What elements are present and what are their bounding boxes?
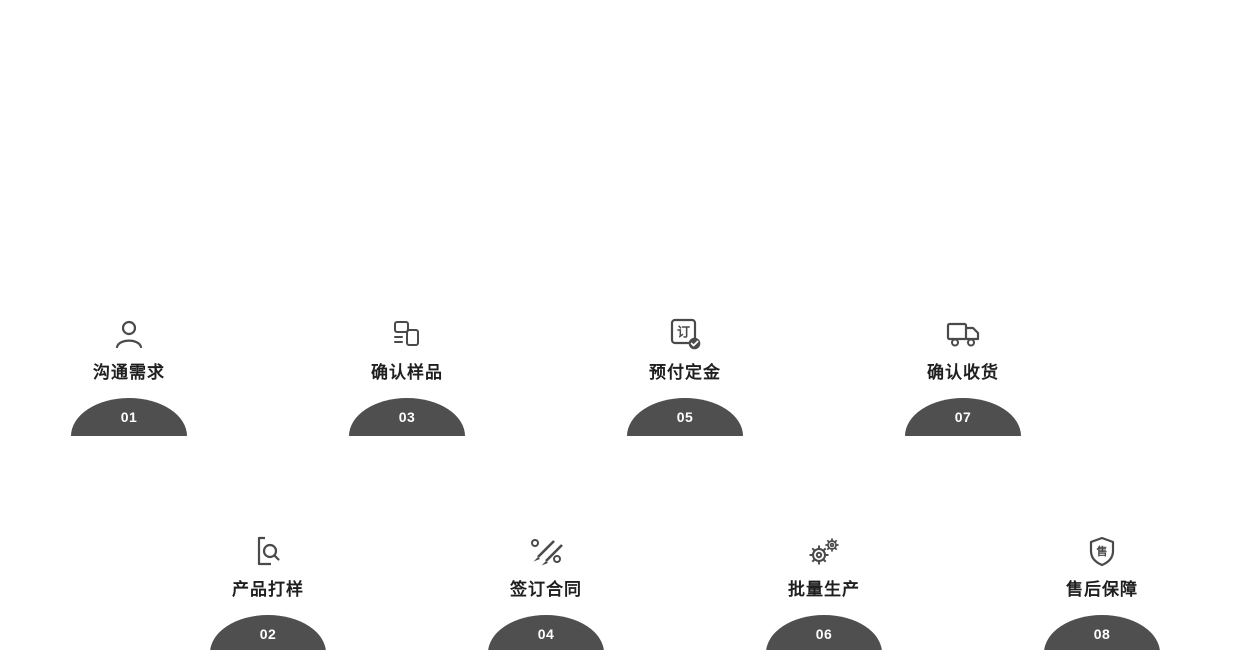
document-search-icon <box>251 534 285 568</box>
process-step-07: 确认收货 07 <box>883 317 1043 436</box>
step-label: 批量生产 <box>788 580 860 599</box>
process-step-04: 签订合同 04 <box>466 534 626 650</box>
step-label: 签订合同 <box>510 580 582 599</box>
step-number-badge: 05 <box>627 398 743 436</box>
step-number: 05 <box>676 409 694 425</box>
process-step-08: 售 售后保障 08 <box>1022 534 1182 650</box>
step-label: 产品打样 <box>232 580 304 599</box>
process-step-03: 确认样品 03 <box>327 317 487 436</box>
process-step-05: 订 预付定金 05 <box>605 317 765 436</box>
step-label: 确认样品 <box>371 363 443 382</box>
step-number-badge: 02 <box>210 615 326 650</box>
step-number-badge: 01 <box>71 398 187 436</box>
step-label: 售后保障 <box>1066 580 1138 599</box>
step-number-badge: 03 <box>349 398 465 436</box>
process-step-02: 产品打样 02 <box>188 534 348 650</box>
step-number: 06 <box>815 626 833 642</box>
step-label: 沟通需求 <box>93 363 165 382</box>
step-number-badge: 07 <box>905 398 1021 436</box>
order-icon-text: 订 <box>677 325 690 340</box>
delivery-truck-icon <box>944 317 982 351</box>
step-number: 04 <box>537 626 555 642</box>
step-number: 07 <box>954 409 972 425</box>
step-number-badge: 08 <box>1044 615 1160 650</box>
shield-icon-text: 售 <box>1096 544 1108 558</box>
order-check-icon: 订 <box>667 317 703 351</box>
customer-person-icon <box>112 317 146 351</box>
gears-icon <box>807 534 841 568</box>
step-number-badge: 06 <box>766 615 882 650</box>
step-label: 预付定金 <box>649 363 721 382</box>
process-step-06: 批量生产 06 <box>744 534 904 650</box>
step-number: 01 <box>120 409 138 425</box>
step-number: 08 <box>1093 626 1111 642</box>
step-number: 02 <box>259 626 277 642</box>
step-label: 确认收货 <box>927 363 999 382</box>
shield-icon: 售 <box>1085 534 1119 568</box>
sample-cards-icon <box>390 317 424 351</box>
process-step-01: 沟通需求 01 <box>49 317 209 436</box>
step-number: 03 <box>398 409 416 425</box>
signing-pens-icon <box>528 534 564 568</box>
step-number-badge: 04 <box>488 615 604 650</box>
